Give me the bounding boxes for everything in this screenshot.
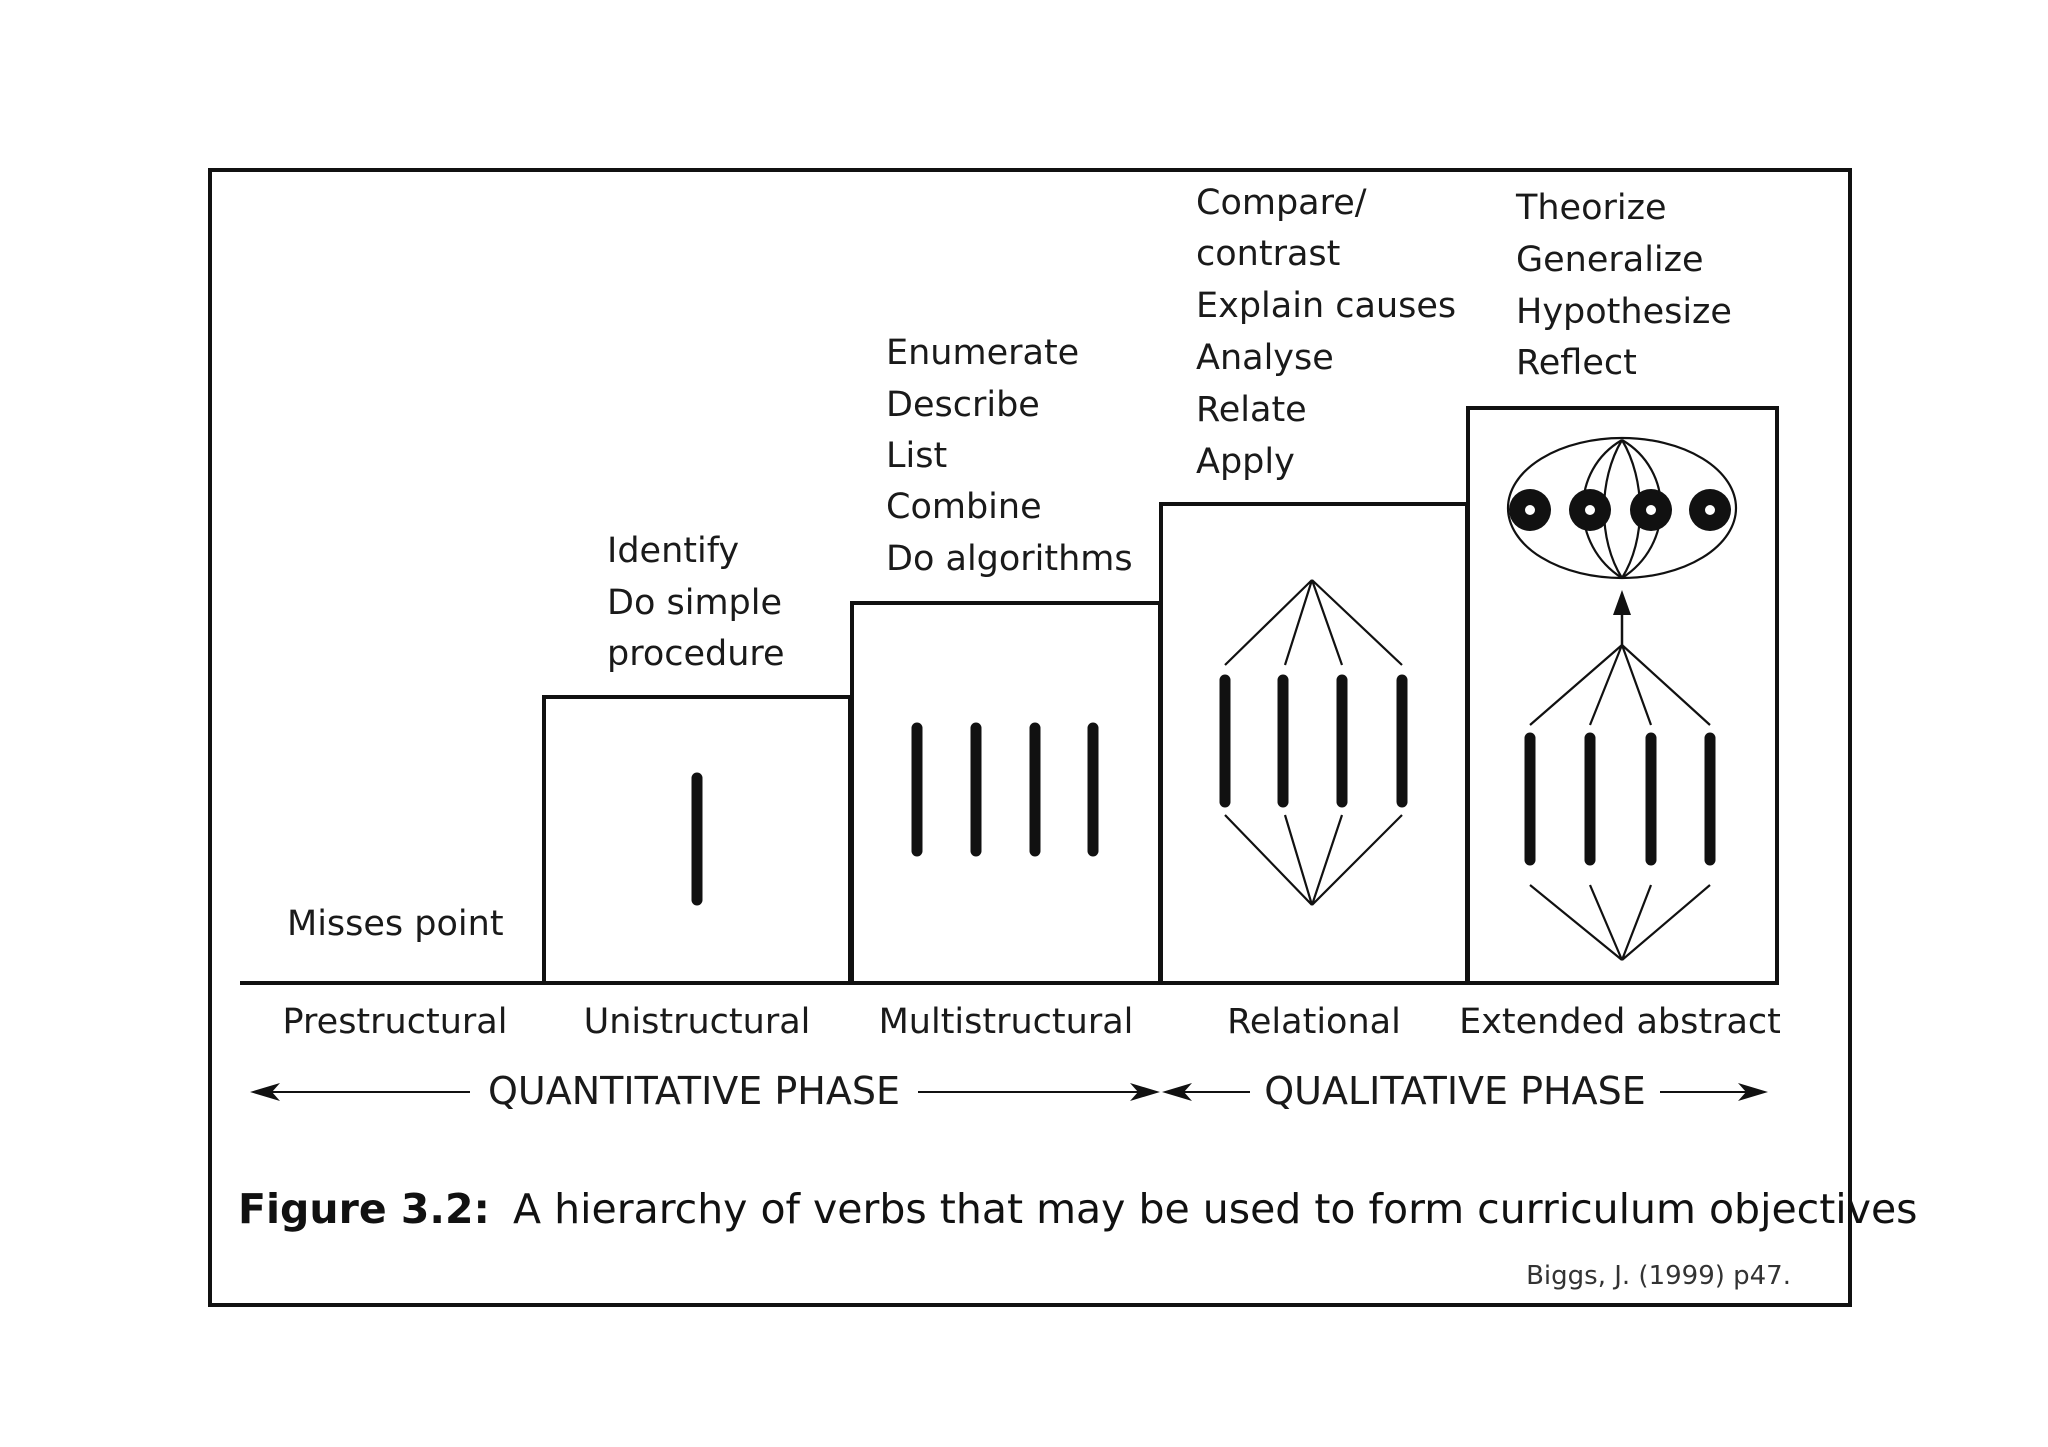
- verb-analyse: Analyse: [1196, 338, 1334, 378]
- verb-describe: Describe: [886, 385, 1040, 425]
- figure-frame: [208, 168, 1852, 1307]
- figure-caption-text: A hierarchy of verbs that may be used to…: [513, 1185, 1918, 1233]
- verb-list: List: [886, 436, 947, 476]
- verb-generalize: Generalize: [1516, 240, 1704, 280]
- relational-structure: [1219, 579, 1408, 906]
- verb-misses-point: Misses point: [287, 904, 504, 944]
- verb-theorize: Theorize: [1515, 188, 1667, 228]
- qualitative-phase-label: QUALITATIVE PHASE: [1264, 1069, 1646, 1113]
- level-prestructural: Prestructural: [283, 1002, 508, 1042]
- level-extended-abstract: Extended abstract: [1459, 1002, 1781, 1042]
- figure-caption: Figure 3.2: A hierarchy of verbs that ma…: [238, 1185, 1918, 1233]
- qualitative-phase-arrow: [1162, 1083, 1768, 1101]
- figure-source: Biggs, J. (1999) p47.: [1526, 1261, 1791, 1291]
- verb-procedure: procedure: [607, 634, 785, 674]
- multistructural-step: [850, 601, 1162, 985]
- level-relational: Relational: [1227, 1002, 1401, 1042]
- verb-apply: Apply: [1196, 442, 1295, 482]
- figure-caption-label: Figure 3.2:: [238, 1185, 490, 1233]
- verb-identify: Identify: [607, 531, 739, 571]
- multistructural-bars: [911, 722, 1099, 857]
- verb-reflect: Reflect: [1516, 343, 1637, 383]
- extended-abstract-structure: [1506, 436, 1738, 961]
- verb-enumerate: Enumerate: [886, 333, 1079, 373]
- quantitative-phase-label: QUANTITATIVE PHASE: [488, 1069, 900, 1113]
- verb-compare: Compare/: [1196, 183, 1367, 223]
- verb-do-simple: Do simple: [607, 583, 782, 623]
- level-multistructural: Multistructural: [879, 1002, 1134, 1042]
- extended-abstract-step: [1466, 406, 1779, 985]
- verb-hypothesize: Hypothesize: [1516, 292, 1732, 332]
- verb-relate: Relate: [1196, 390, 1307, 430]
- level-unistructural: Unistructural: [584, 1002, 811, 1042]
- verb-do-algorithms: Do algorithms: [886, 539, 1133, 579]
- relational-step: [1159, 502, 1469, 985]
- quantitative-phase-arrow: [250, 1083, 1160, 1101]
- verb-explain-causes: Explain causes: [1196, 286, 1456, 326]
- verb-contrast: contrast: [1196, 234, 1340, 274]
- verb-combine: Combine: [886, 487, 1042, 527]
